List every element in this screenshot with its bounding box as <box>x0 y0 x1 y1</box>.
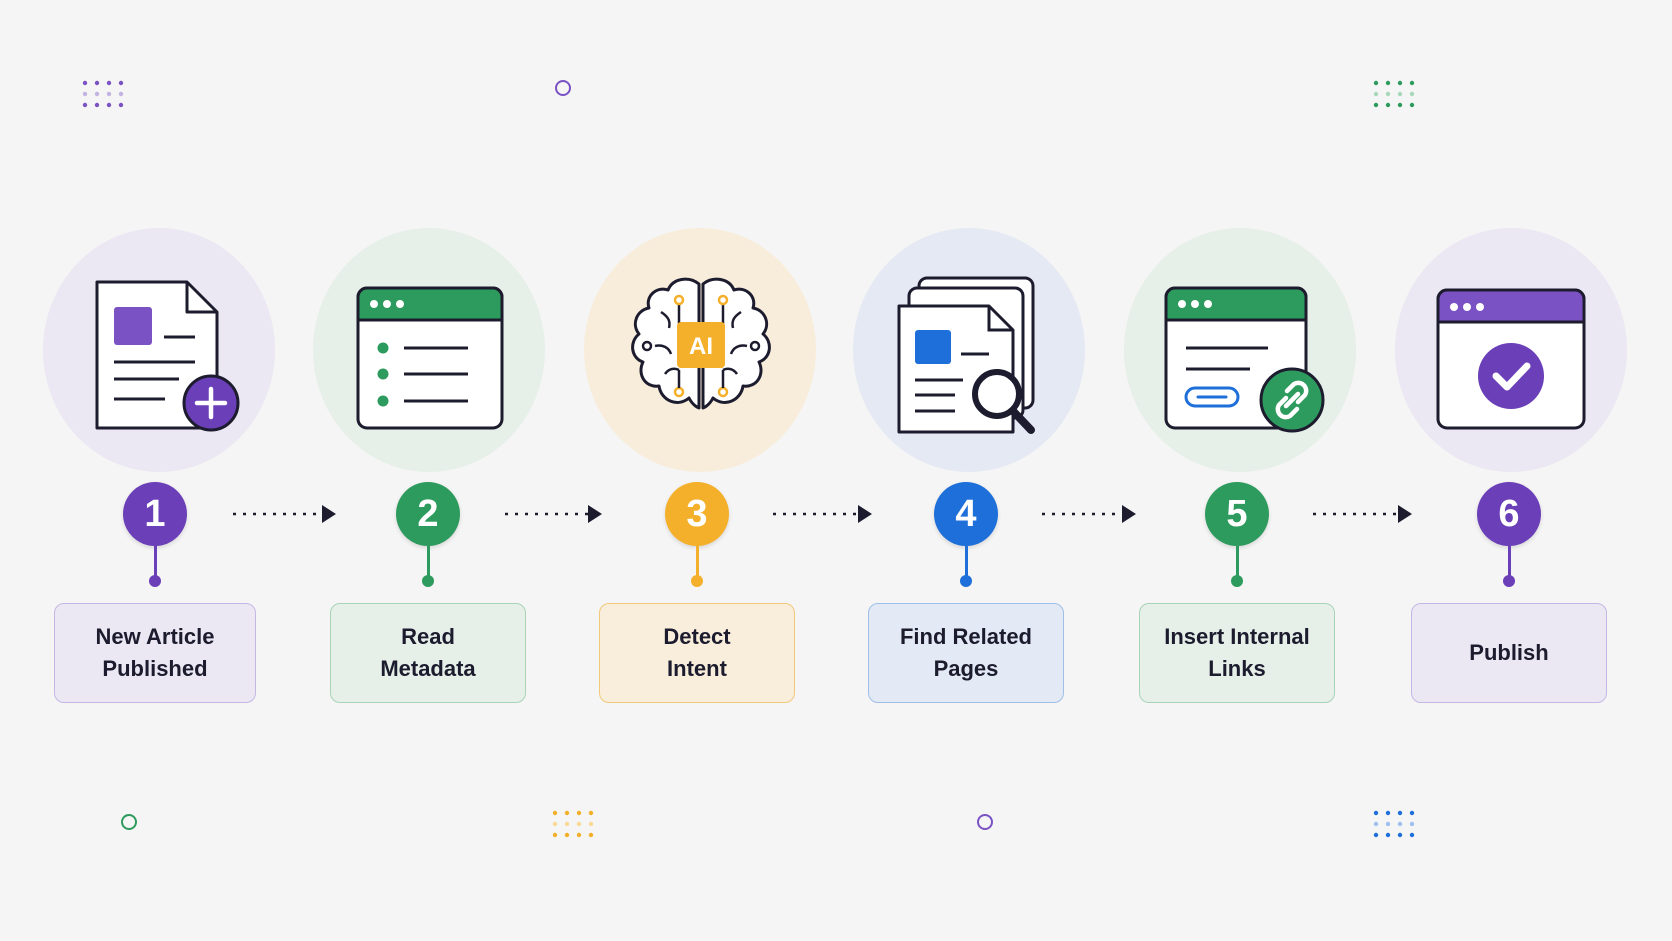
connector-dot <box>1231 575 1243 587</box>
ring-top-center <box>555 80 571 96</box>
step-number-badge: 4 <box>934 482 998 546</box>
arrow-4-to-5 <box>1042 505 1136 523</box>
connector-dot <box>422 575 434 587</box>
step-label: New Article Published <box>95 624 215 681</box>
publish-check-icon <box>1436 288 1586 430</box>
dot-grid-bottom-right <box>1373 810 1415 838</box>
arrow-5-to-6 <box>1313 505 1412 523</box>
dot-grid-top-left <box>82 80 124 108</box>
step-label-box: Read Metadata <box>330 603 526 703</box>
connector-dot <box>691 575 703 587</box>
arrow-2-to-3 <box>505 505 602 523</box>
step-number-badge: 6 <box>1477 482 1541 546</box>
connector-dot <box>1503 575 1515 587</box>
step-number-badge: 2 <box>396 482 460 546</box>
step-number-badge: 3 <box>665 482 729 546</box>
step-label-box: New Article Published <box>54 603 256 703</box>
connector-stem <box>153 546 157 576</box>
step-label: Read Metadata <box>380 624 476 681</box>
connector-dot <box>149 575 161 587</box>
connector-stem <box>1507 546 1511 576</box>
step-number-badge: 5 <box>1205 482 1269 546</box>
step-label: Publish <box>1469 640 1549 665</box>
search-pages-icon <box>897 276 1035 434</box>
link-window-icon <box>1164 286 1325 433</box>
step-number-badge: 1 <box>123 482 187 546</box>
ai-label: AI <box>689 333 713 360</box>
step-label: Detect Intent <box>663 624 731 681</box>
arrow-1-to-2 <box>233 505 336 523</box>
connector-stem <box>426 546 430 576</box>
step-label: Insert Internal Links <box>1164 624 1310 681</box>
ai-brain-icon: AI <box>631 277 771 410</box>
ring-bottom-left <box>121 814 137 830</box>
step-label-box: Find Related Pages <box>868 603 1064 703</box>
arrow-3-to-4 <box>773 505 872 523</box>
dot-grid-bottom-center <box>552 810 594 838</box>
step-4: 4 Find Related Pages <box>845 0 1085 941</box>
step-3: AI 3 Detect Intent <box>576 0 816 941</box>
step-5: 5 Insert Internal Links <box>1116 0 1356 941</box>
step-label: Find Related Pages <box>899 624 1032 681</box>
dot-grid-top-right <box>1373 80 1415 108</box>
step-label-box: Publish <box>1411 603 1607 703</box>
connector-stem <box>695 546 699 576</box>
step-6: 6 Publish <box>1388 0 1628 941</box>
metadata-window-icon <box>356 286 504 430</box>
connector-stem <box>964 546 968 576</box>
connector-dot <box>960 575 972 587</box>
ring-bottom-center <box>977 814 993 830</box>
step-2: 2 Read Metadata <box>308 0 548 941</box>
connector-stem <box>1235 546 1239 576</box>
step-1: 1 New Article Published <box>35 0 275 941</box>
step-label-box: Insert Internal Links <box>1139 603 1335 703</box>
step-label-box: Detect Intent <box>599 603 795 703</box>
new-document-icon <box>95 280 240 432</box>
